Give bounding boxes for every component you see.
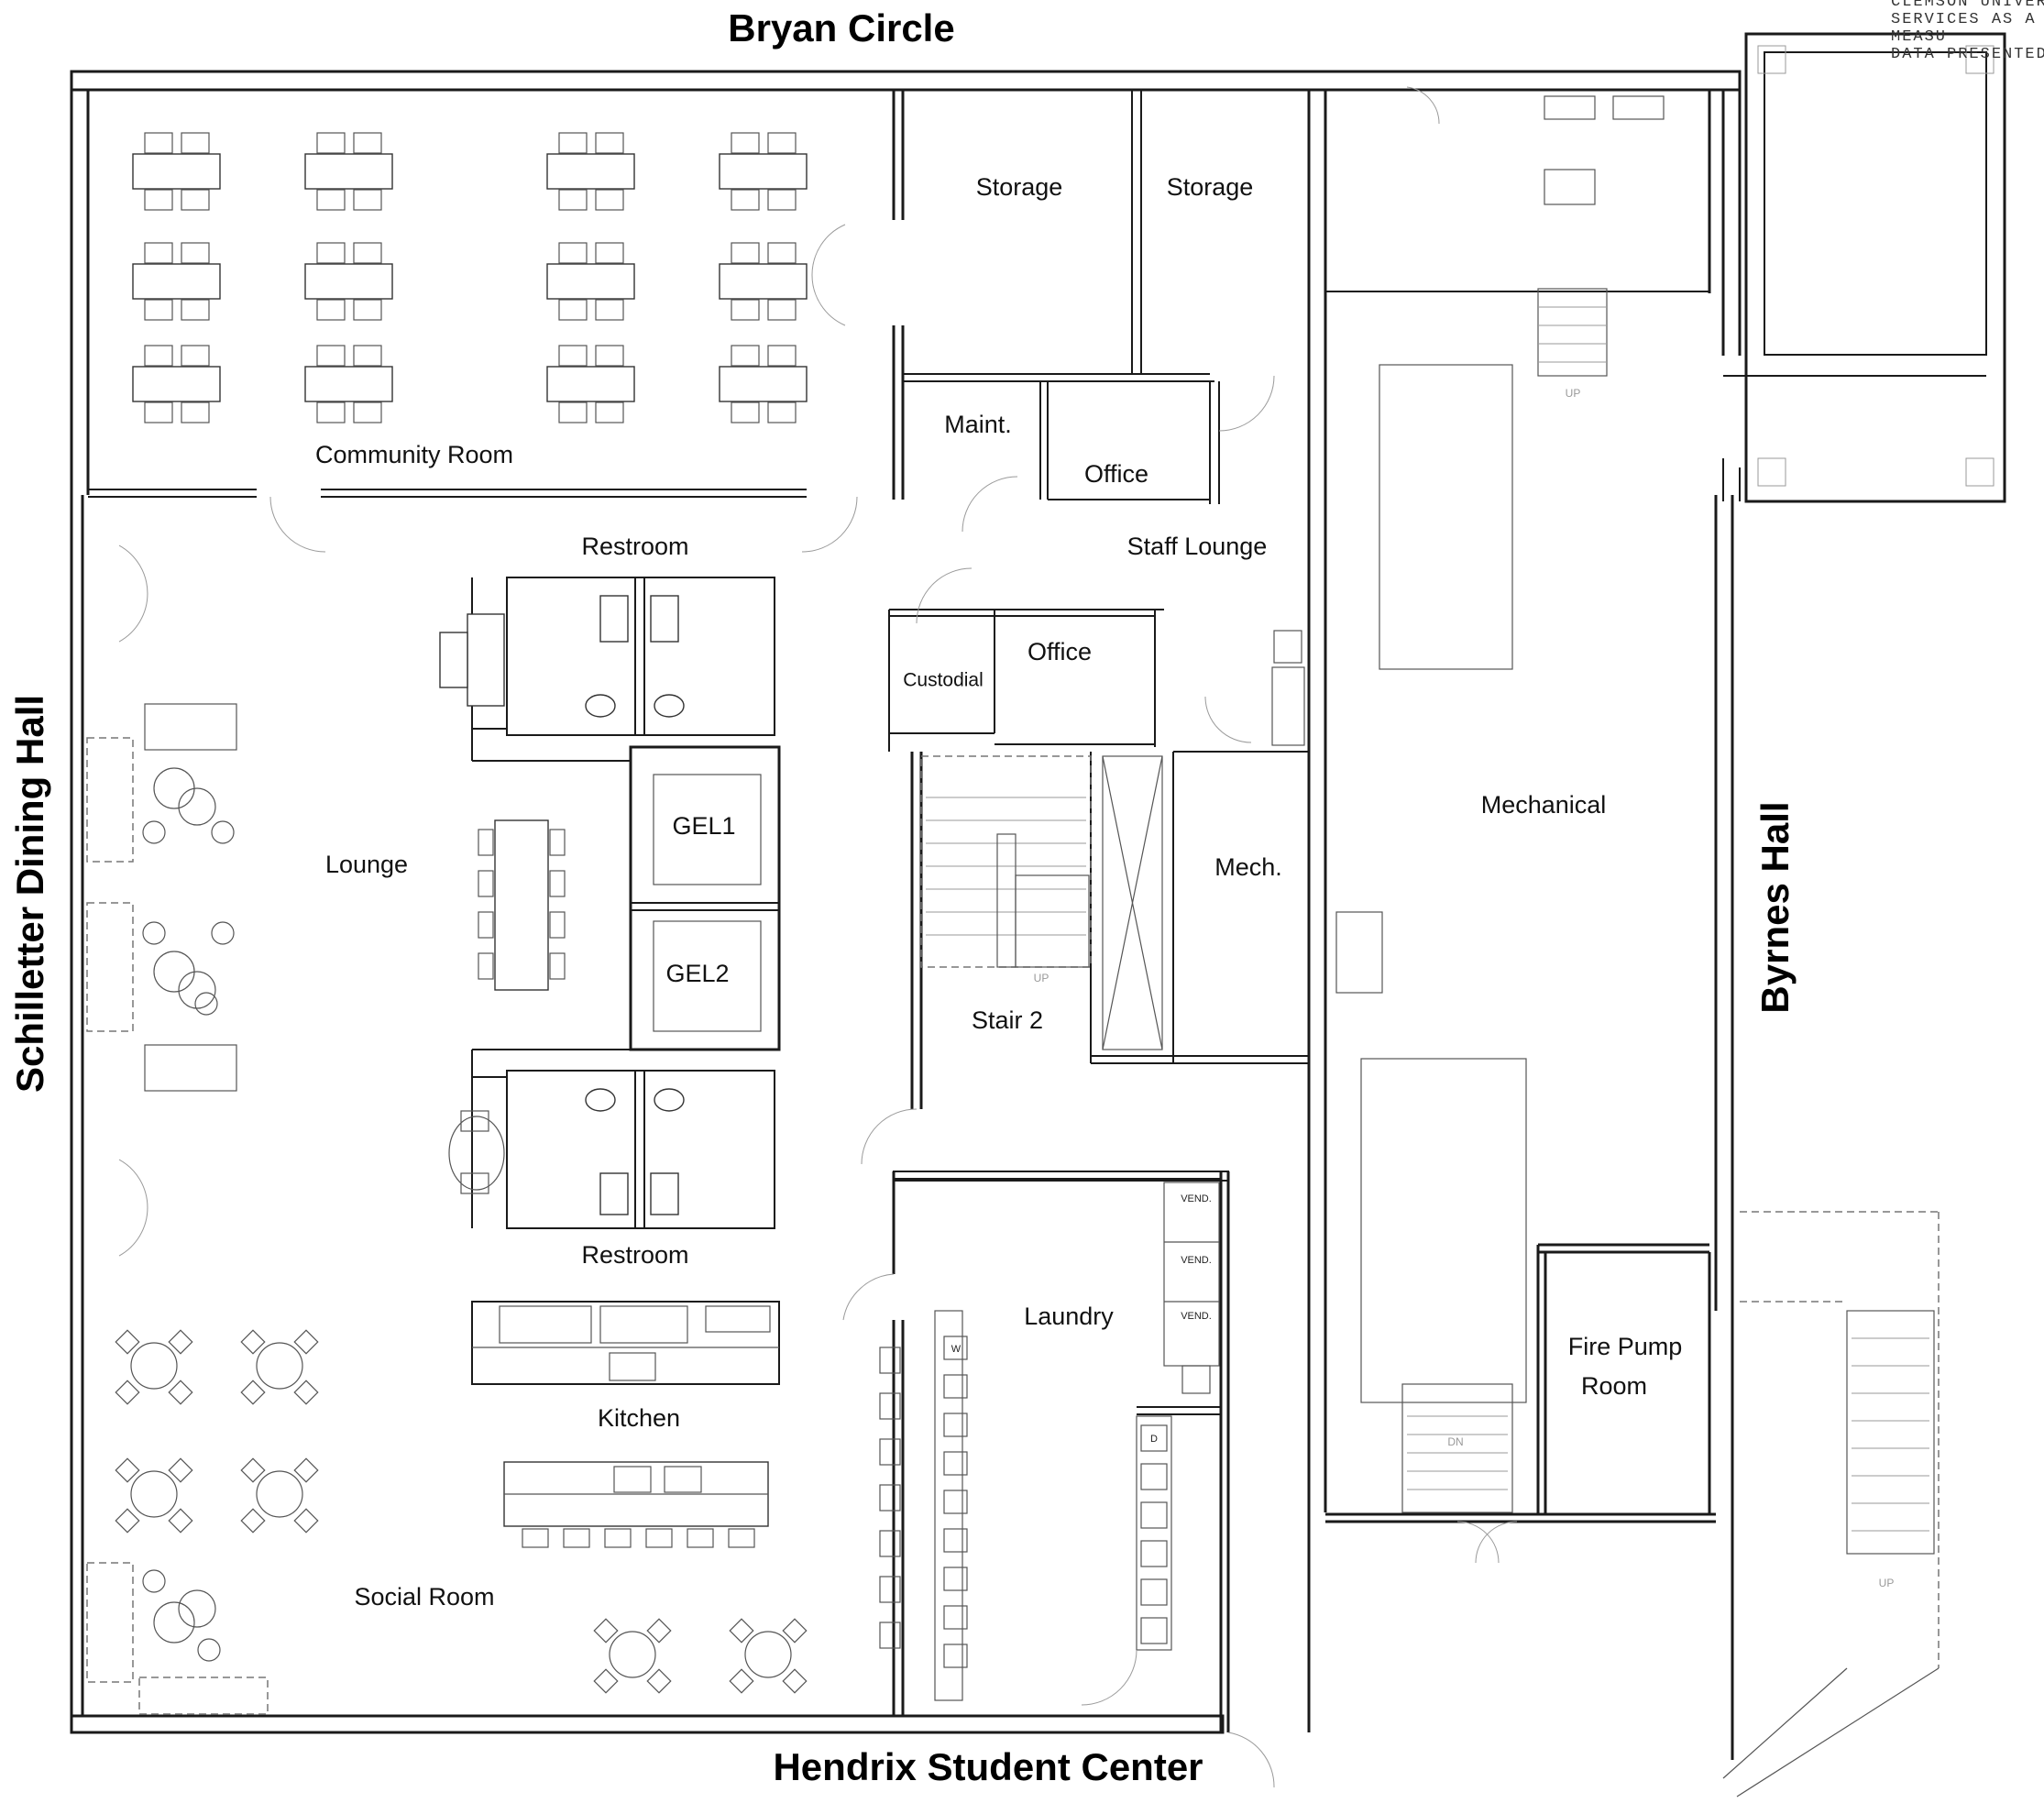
stair-up-mech: UP (1566, 387, 1581, 400)
stairs: UP UP DN UP (920, 288, 1935, 1589)
street-west-label: Schilletter Dining Hall (8, 695, 51, 1093)
lounge-furniture (86, 703, 566, 1194)
street-south-label: Hendrix Student Center (773, 1745, 1203, 1788)
stair-dn-lower: DN (1447, 1435, 1463, 1448)
room-office-lower: Office (1027, 638, 1092, 665)
room-stair2: Stair 2 (972, 1006, 1043, 1034)
room-kitchen: Kitchen (598, 1404, 680, 1432)
east-annex (1722, 32, 2006, 503)
laundry-fixtures: VEND. VEND. VEND. W D (879, 1171, 1229, 1701)
room-restroom-lower: Restroom (581, 1241, 688, 1269)
stair-up-stair2: UP (1034, 972, 1049, 984)
room-storage-1: Storage (976, 173, 1063, 201)
room-mechanical: Mechanical (1481, 791, 1607, 819)
room-labels: Community Room Storage Storage Maint. Of… (315, 173, 1682, 1611)
room-fire-pump-line1: Fire Pump (1568, 1333, 1683, 1360)
room-community: Community Room (315, 441, 513, 468)
corner-note-line3: MEASU (1891, 28, 1947, 46)
room-maint: Maint. (944, 411, 1012, 438)
dryer-label: D (1150, 1434, 1158, 1445)
interior-walls (88, 90, 1940, 1798)
mechanical-equipment (1271, 95, 1665, 1403)
corner-note-line4: DATA PRESENTED (1891, 46, 2044, 63)
exterior-walls (70, 70, 1742, 1760)
vend-label-2: VEND. (1181, 1255, 1212, 1266)
room-mech: Mech. (1214, 853, 1282, 881)
room-storage-2: Storage (1167, 173, 1254, 201)
room-laundry: Laundry (1024, 1303, 1114, 1330)
street-east-label: Byrnes Hall (1753, 801, 1797, 1013)
vend-label-3: VEND. (1181, 1311, 1212, 1322)
kitchen-fixtures (471, 1301, 780, 1548)
corner-note-line1: CLEMSON UNIVERS (1891, 0, 2044, 11)
room-lounge: Lounge (325, 851, 408, 878)
social-room-furniture (86, 1329, 808, 1715)
room-office-upper: Office (1084, 460, 1148, 488)
vend-label-1: VEND. (1181, 1193, 1212, 1204)
room-restroom-upper: Restroom (581, 533, 688, 560)
room-custodial: Custodial (903, 670, 984, 691)
room-gel1: GEL1 (672, 812, 735, 840)
room-social: Social Room (354, 1583, 494, 1611)
corner-note: CLEMSON UNIVERS SERVICES AS A S MEASU DA… (1891, 0, 2044, 63)
room-fire-pump-line2: Room (1581, 1372, 1647, 1400)
room-gel2: GEL2 (665, 960, 729, 987)
washer-label: W (951, 1344, 962, 1355)
restroom-gel-core (439, 577, 781, 1229)
community-room-tables (132, 132, 808, 423)
street-north-label: Bryan Circle (728, 6, 954, 49)
room-staff-lounge: Staff Lounge (1127, 533, 1268, 560)
stair-up-east: UP (1879, 1577, 1895, 1589)
corner-note-line2: SERVICES AS A S (1891, 11, 2044, 28)
door-swings (118, 86, 1518, 1788)
